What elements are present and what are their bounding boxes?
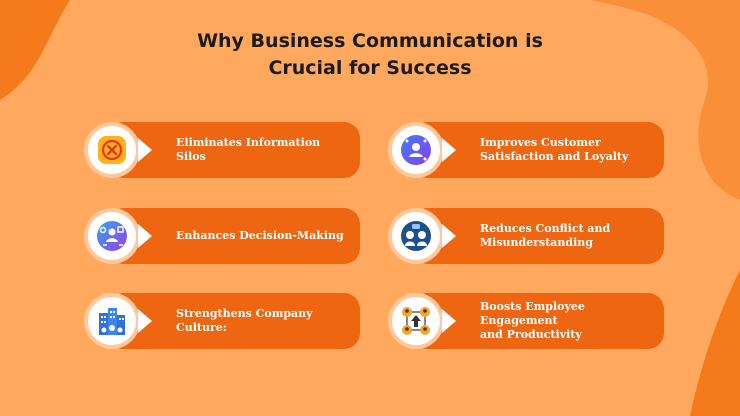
benefit-card-decision-making: Enhances Decision-Making bbox=[84, 208, 360, 264]
title-line-1: Why Business Communication is bbox=[197, 30, 543, 52]
company-building-icon bbox=[94, 303, 130, 339]
benefit-label: Boosts Employee Engagement and Productiv… bbox=[480, 293, 656, 349]
label-line-1: Strengthens Company Culture: bbox=[176, 307, 313, 334]
benefit-card-employee-engagement: Boosts Employee Engagement and Productiv… bbox=[388, 293, 664, 349]
conflict-resolution-icon bbox=[398, 218, 434, 254]
benefit-card-reduces-conflict: Reduces Conflict and Misunderstanding bbox=[388, 208, 664, 264]
benefit-label: Reduces Conflict and Misunderstanding bbox=[480, 208, 656, 264]
label-line-1: Enhances Decision-Making bbox=[176, 229, 344, 242]
page-title: Why Business Communication is Crucial fo… bbox=[0, 28, 740, 82]
benefit-card-eliminates-silos: Eliminates Information Silos bbox=[84, 122, 360, 178]
customer-satisfaction-icon bbox=[398, 132, 434, 168]
benefit-label: Strengthens Company Culture: bbox=[176, 293, 352, 349]
circle-pointer bbox=[442, 309, 456, 333]
circle-pointer bbox=[138, 138, 152, 162]
benefit-label: Eliminates Information Silos bbox=[176, 122, 352, 178]
benefit-label: Enhances Decision-Making bbox=[176, 208, 352, 264]
circle-pointer bbox=[442, 138, 456, 162]
decision-making-icon bbox=[94, 218, 130, 254]
label-line-1: Improves Customer bbox=[480, 136, 601, 149]
title-line-2: Crucial for Success bbox=[268, 57, 472, 79]
circle-pointer bbox=[138, 309, 152, 333]
employee-engagement-icon bbox=[398, 303, 434, 339]
circle-pointer bbox=[138, 224, 152, 248]
label-line-2: and Productivity bbox=[480, 328, 582, 341]
no-silos-icon bbox=[94, 132, 130, 168]
benefit-label: Improves Customer Satisfaction and Loyal… bbox=[480, 122, 656, 178]
circle-pointer bbox=[442, 224, 456, 248]
label-line-1: Boosts Employee Engagement bbox=[480, 300, 585, 327]
label-line-2: Misunderstanding bbox=[480, 236, 593, 249]
label-line-1: Reduces Conflict and bbox=[480, 222, 611, 235]
label-line-1: Eliminates Information Silos bbox=[176, 136, 321, 163]
label-line-2: Satisfaction and Loyalty bbox=[480, 150, 629, 163]
benefit-card-company-culture: Strengthens Company Culture: bbox=[84, 293, 360, 349]
benefit-card-customer-satisfaction: Improves Customer Satisfaction and Loyal… bbox=[388, 122, 664, 178]
